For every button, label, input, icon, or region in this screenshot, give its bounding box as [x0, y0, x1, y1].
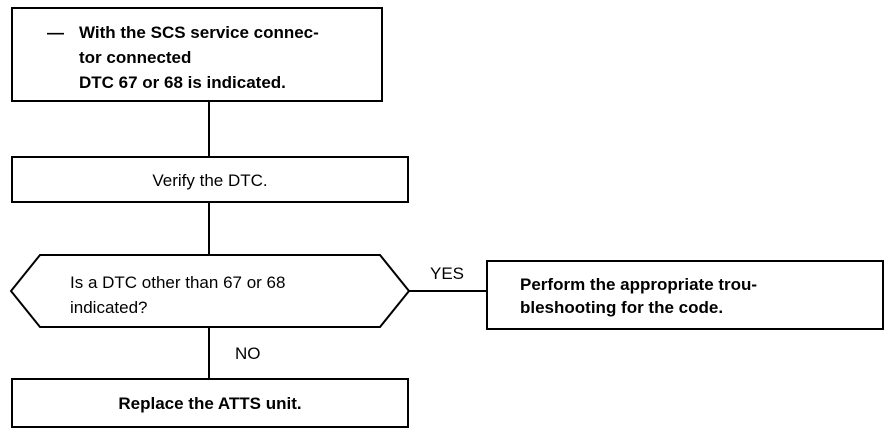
perform-troubleshooting-box [486, 260, 884, 330]
connector-decision-to-replace [208, 327, 210, 378]
start-dash: — [47, 23, 64, 42]
connector-decision-to-perform [409, 290, 486, 292]
connector-verify-to-decision [208, 203, 210, 255]
replace-unit-label: Replace the ATTS unit. [118, 394, 302, 413]
connector-start-to-verify [208, 102, 210, 156]
decision-question-line-1: Is a DTC other than 67 or 68 [70, 273, 286, 292]
start-condition-line-3: DTC 67 or 68 is indicated. [79, 73, 286, 92]
start-condition-box [11, 7, 383, 102]
perform-troubleshooting-line-1: Perform the appropriate trou- [520, 275, 758, 294]
yes-branch-label: YES [430, 264, 465, 283]
replace-unit-box [11, 378, 409, 428]
start-condition-line-2: tor connected [79, 48, 192, 67]
verify-step-label: Verify the DTC. [152, 171, 268, 190]
start-condition-line-1: With the SCS service connec- [79, 23, 319, 42]
decision-question-line-2: indicated? [70, 298, 148, 317]
no-branch-label: NO [235, 344, 261, 363]
verify-step-box [11, 156, 409, 203]
perform-troubleshooting-line-2: bleshooting for the code. [520, 298, 724, 317]
